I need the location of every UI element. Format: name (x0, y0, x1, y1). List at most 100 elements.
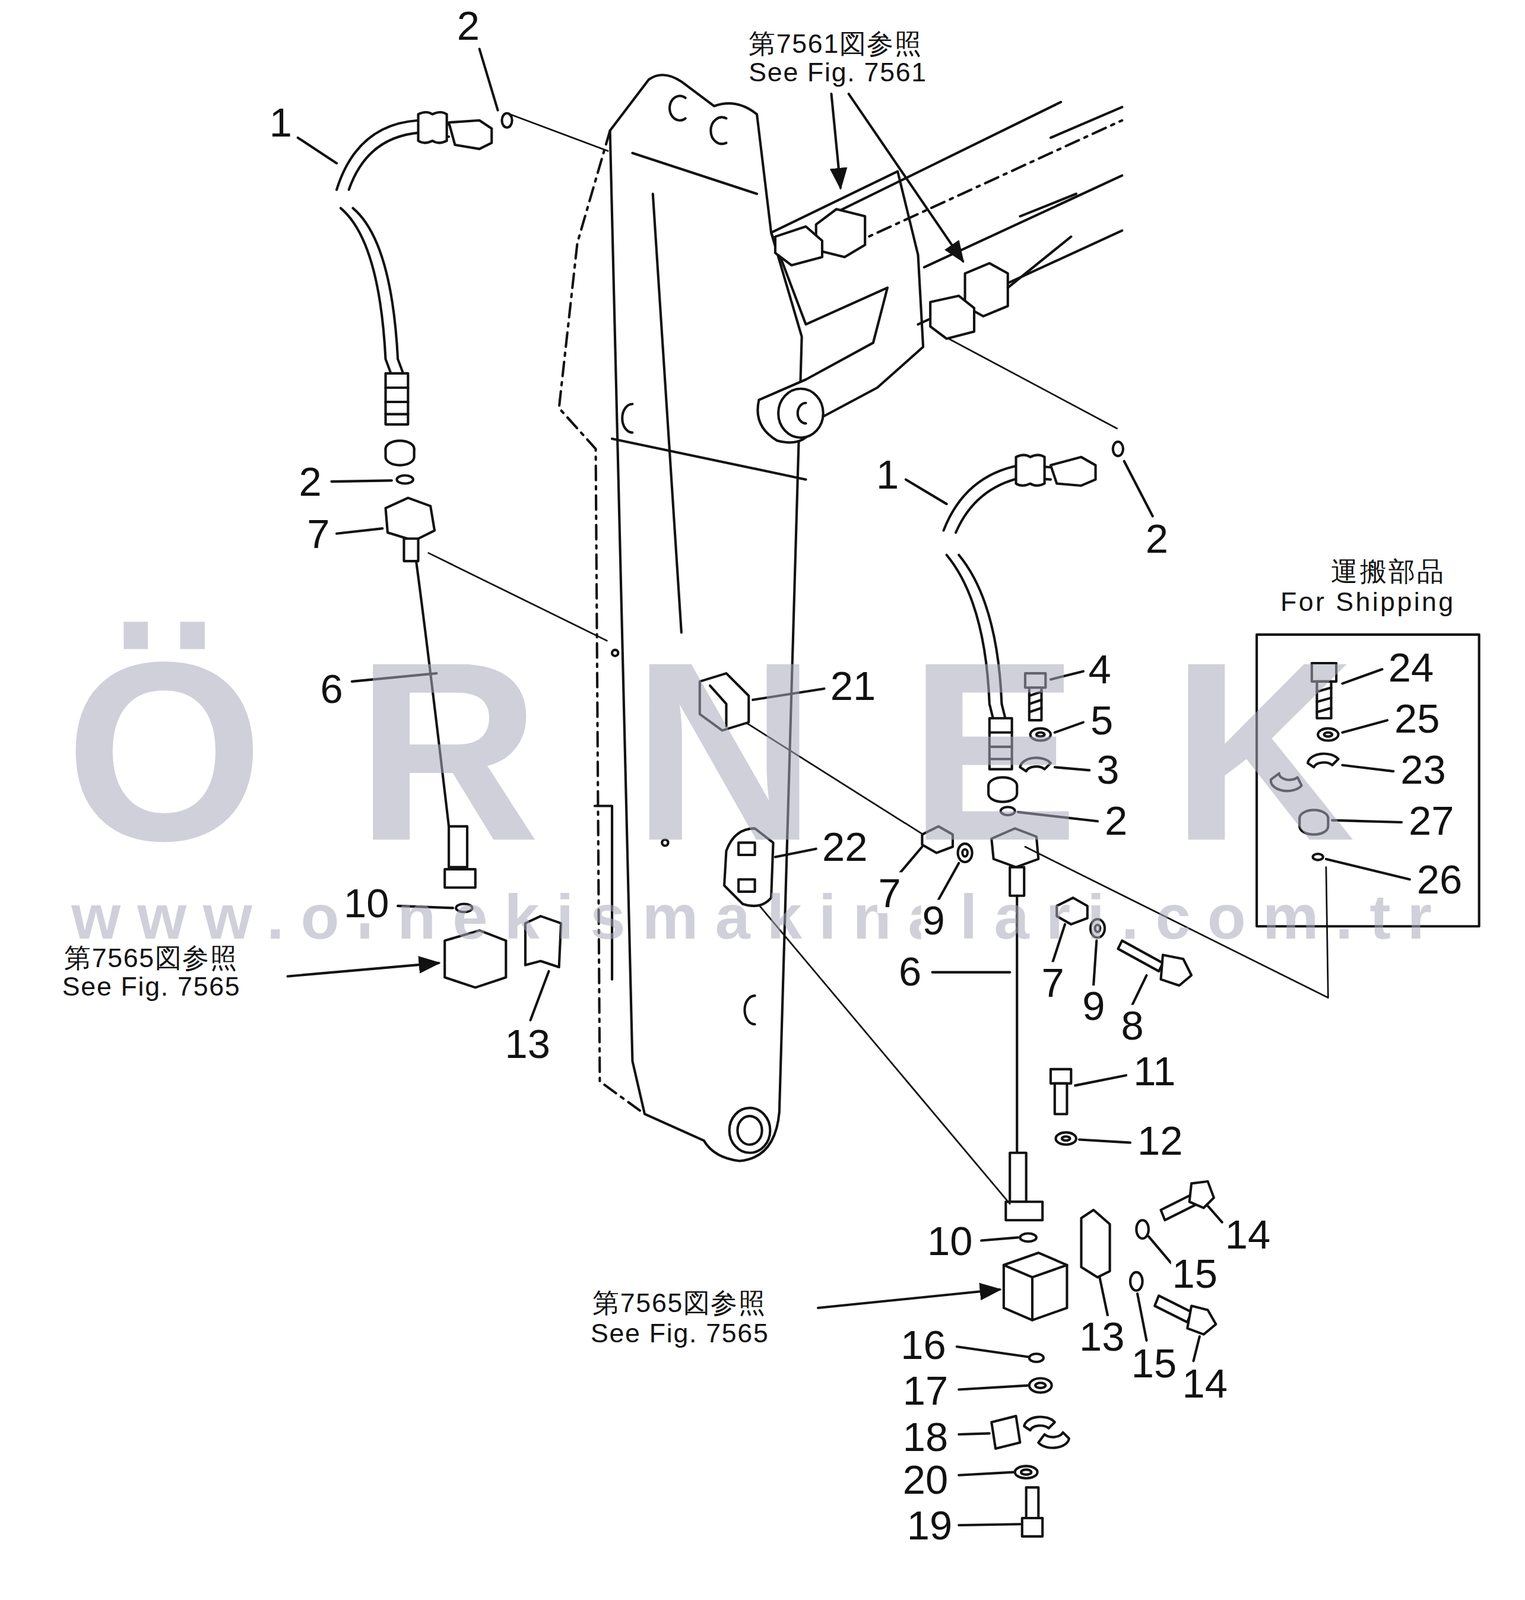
callout-number: 18 (901, 1415, 950, 1457)
drawing-line (1148, 1236, 1172, 1264)
drawing-line (1132, 975, 1147, 1005)
drawing-line (1019, 1233, 1036, 1242)
drawing-line (1019, 193, 1077, 217)
drawing-line (1113, 441, 1124, 456)
drawing-line (652, 193, 682, 633)
drawing-line (797, 403, 807, 424)
drawing-line (710, 117, 726, 145)
callout-number: 9 (1080, 985, 1106, 1027)
drawing-line (336, 528, 383, 534)
callout-number: 5 (1089, 699, 1115, 741)
drawing-line (385, 373, 409, 425)
drawing-line (297, 137, 337, 164)
shipping-parts-box: 運搬部品 For Shipping (1276, 556, 1460, 623)
drawing-line (958, 1432, 990, 1435)
drawing-line (1003, 1264, 1068, 1321)
drawing-line (1137, 1293, 1147, 1341)
drawing-line (1029, 1353, 1044, 1362)
drawing-line (479, 48, 499, 110)
drawing-line (1029, 1378, 1052, 1393)
callout-number: 6 (319, 668, 345, 710)
drawing-line (501, 113, 512, 128)
callout-number: 8 (1120, 1004, 1146, 1046)
drawing-line (612, 438, 806, 480)
drawing-line (1130, 1272, 1143, 1291)
drawing-line (1022, 1517, 1043, 1537)
drawing-line (1009, 1152, 1026, 1202)
box-heading: 運搬部品 For Shipping (1276, 556, 1460, 618)
drawing-line (385, 387, 409, 415)
drawing-line (385, 448, 415, 465)
callout-number: 25 (1393, 697, 1441, 739)
drawing-line (669, 96, 686, 121)
callout-number: 12 (1136, 1120, 1184, 1162)
watermark: ÖRNEK (65, 624, 1448, 880)
drawing-line (836, 102, 1061, 213)
figure-reference: See Fig. 7565 (589, 1320, 770, 1347)
drawing-line (1208, 1205, 1223, 1222)
drawing-line (1003, 1252, 1068, 1320)
callout-number: 10 (926, 1219, 974, 1261)
callout-number: 7 (306, 512, 332, 554)
drawing-line (737, 1115, 762, 1145)
drawing-line (930, 295, 975, 339)
drawing-line (1189, 1181, 1214, 1209)
drawing-line (353, 208, 405, 376)
drawing-line (1007, 236, 1072, 288)
callout-number: 13 (1078, 1316, 1126, 1358)
drawing-line (1075, 1075, 1127, 1086)
drawing-line (848, 93, 963, 262)
callout-number: 26 (1415, 858, 1464, 900)
callout-number: 9 (921, 899, 947, 941)
drawing-line (831, 93, 840, 188)
drawing-line (1023, 1416, 1055, 1431)
drawing-line (1021, 1469, 1032, 1475)
figure-reference: See Fig. 7565 (61, 972, 242, 1000)
figure-reference: See Fig. 7561 (747, 59, 929, 87)
drawing-line (744, 995, 755, 1024)
drawing-line (331, 480, 392, 482)
callout-number: 2 (455, 5, 481, 47)
drawing-line (850, 120, 1122, 246)
callout-number: 22 (820, 826, 869, 868)
drawing-line (1154, 1295, 1192, 1322)
drawing-line (1124, 461, 1153, 517)
callout-number: 7 (1040, 961, 1066, 1003)
drawing-line (1061, 1136, 1071, 1141)
drawing-line (418, 112, 447, 144)
drawing-line (1136, 1219, 1149, 1239)
callout-number: 3 (1095, 748, 1121, 790)
drawing-line (1099, 1276, 1108, 1316)
drawing-line (1015, 1465, 1038, 1479)
figure-reference: 第7565図参照 (63, 944, 239, 972)
right-hose (732, 441, 1329, 1537)
drawing-line (1016, 454, 1045, 486)
drawing-line (1026, 1487, 1039, 1518)
drawing-line (958, 1523, 1020, 1525)
drawing-line (1079, 1139, 1131, 1143)
drawing-line (818, 1289, 1000, 1308)
callout-number: 2 (297, 461, 323, 503)
drawing-line (1187, 1305, 1216, 1335)
drawing-line (448, 120, 492, 149)
drawing-line (1005, 1201, 1043, 1220)
drawing-line (1050, 106, 1122, 138)
callout-number: 4 (1087, 648, 1113, 690)
callout-number: 10 (342, 882, 391, 924)
drawing-line (1050, 457, 1096, 486)
drawing-line (905, 479, 947, 504)
callout-number: 2 (1103, 799, 1129, 841)
drawing-line (1161, 954, 1192, 986)
drawing-line (775, 226, 823, 265)
drawing-line (340, 208, 392, 376)
figure-reference: 第7565図参照 (591, 1289, 767, 1317)
callout-number: 15 (1130, 1342, 1178, 1384)
drawing-line (958, 1472, 1014, 1476)
callout-number: 27 (1407, 799, 1455, 841)
arm-bracket (509, 93, 1122, 443)
callout-number: 1 (874, 454, 900, 496)
callout-number: 20 (901, 1458, 950, 1500)
drawing-line (1056, 1132, 1077, 1145)
drawing-line (1080, 1209, 1110, 1277)
